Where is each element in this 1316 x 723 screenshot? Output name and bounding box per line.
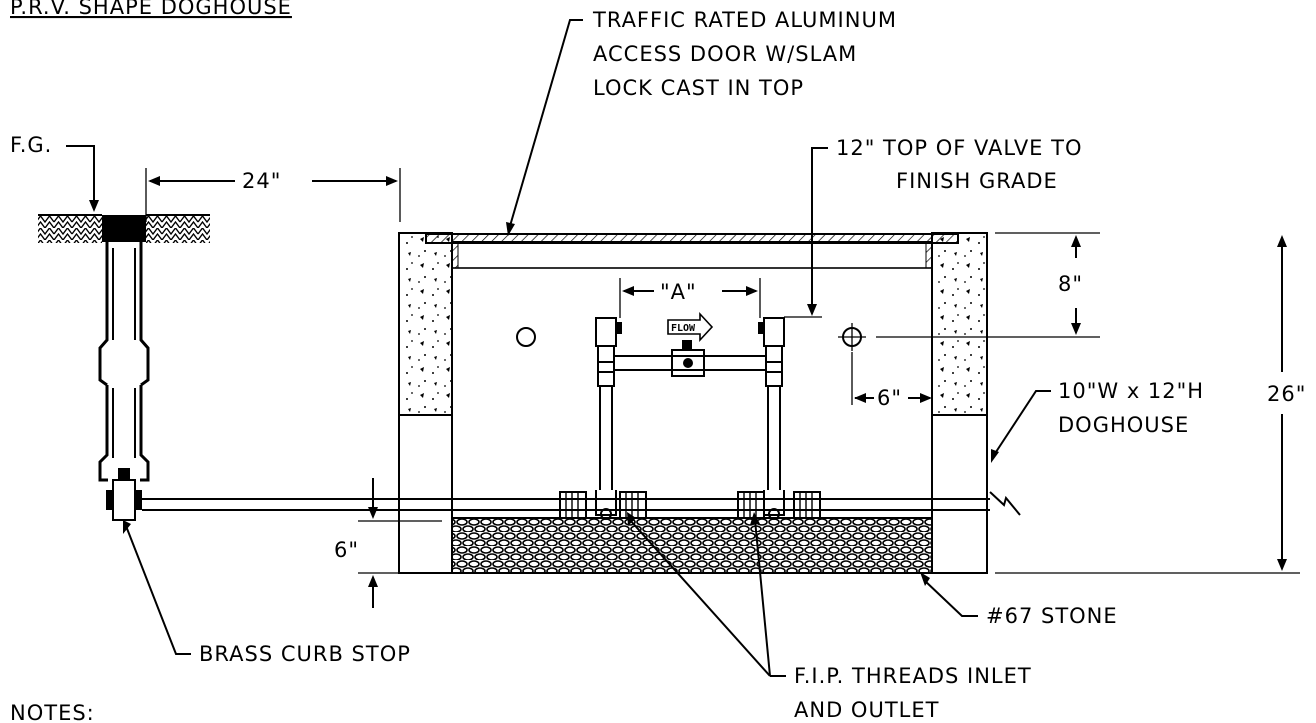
doghouse-note-line1: 10"W x 12"H [1058,379,1204,403]
dim-8-label: 8" [1058,272,1083,296]
dim-6-side-label: 6" [877,386,902,410]
fg-label: F.G. [10,133,52,157]
door-note-line1: TRAFFIC RATED ALUMINUM [592,8,897,32]
stone-note: #67 STONE [986,604,1118,628]
right-concrete-wall [931,232,988,416]
valve-note-line1: 12" TOP OF VALVE TO [836,136,1082,160]
ground-hatch-right [146,215,210,243]
access-door [425,233,959,244]
flow-arrow [667,311,714,343]
curb-stop-note: BRASS CURB STOP [199,642,411,666]
door-note-line3: LOCK CAST IN TOP [593,76,804,100]
flow-label: FLOW [671,323,696,334]
stone-base [451,517,933,574]
curb-stop-valve [112,479,136,521]
fip-note-line2: AND OUTLET [794,698,939,722]
valve-assembly: FLOW [559,311,821,520]
dim-24-label: 24" [242,169,281,193]
left-concrete-wall [398,232,453,416]
notes-heading: NOTES: [10,701,95,723]
knockout-left [516,327,536,347]
dim-a-label: "A" [660,280,697,304]
drawing-title: P.R.V. SHAPE DOGHOUSE [10,0,292,19]
ground-hatch-left [38,215,102,243]
doghouse-note-line2: DOGHOUSE [1058,413,1189,437]
valve-note-line2: FINISH GRADE [896,169,1058,193]
doghouse-box [398,232,988,574]
fip-note-line1: F.I.P. THREADS INLET [794,664,1032,688]
dim-26-label: 26" [1267,382,1306,406]
dim-6-bottom-label: 6" [334,538,359,562]
curb-box-cap [102,215,146,242]
door-note-line2: ACCESS DOOR W/SLAM [593,42,857,66]
curb-stop-assembly [38,214,210,521]
